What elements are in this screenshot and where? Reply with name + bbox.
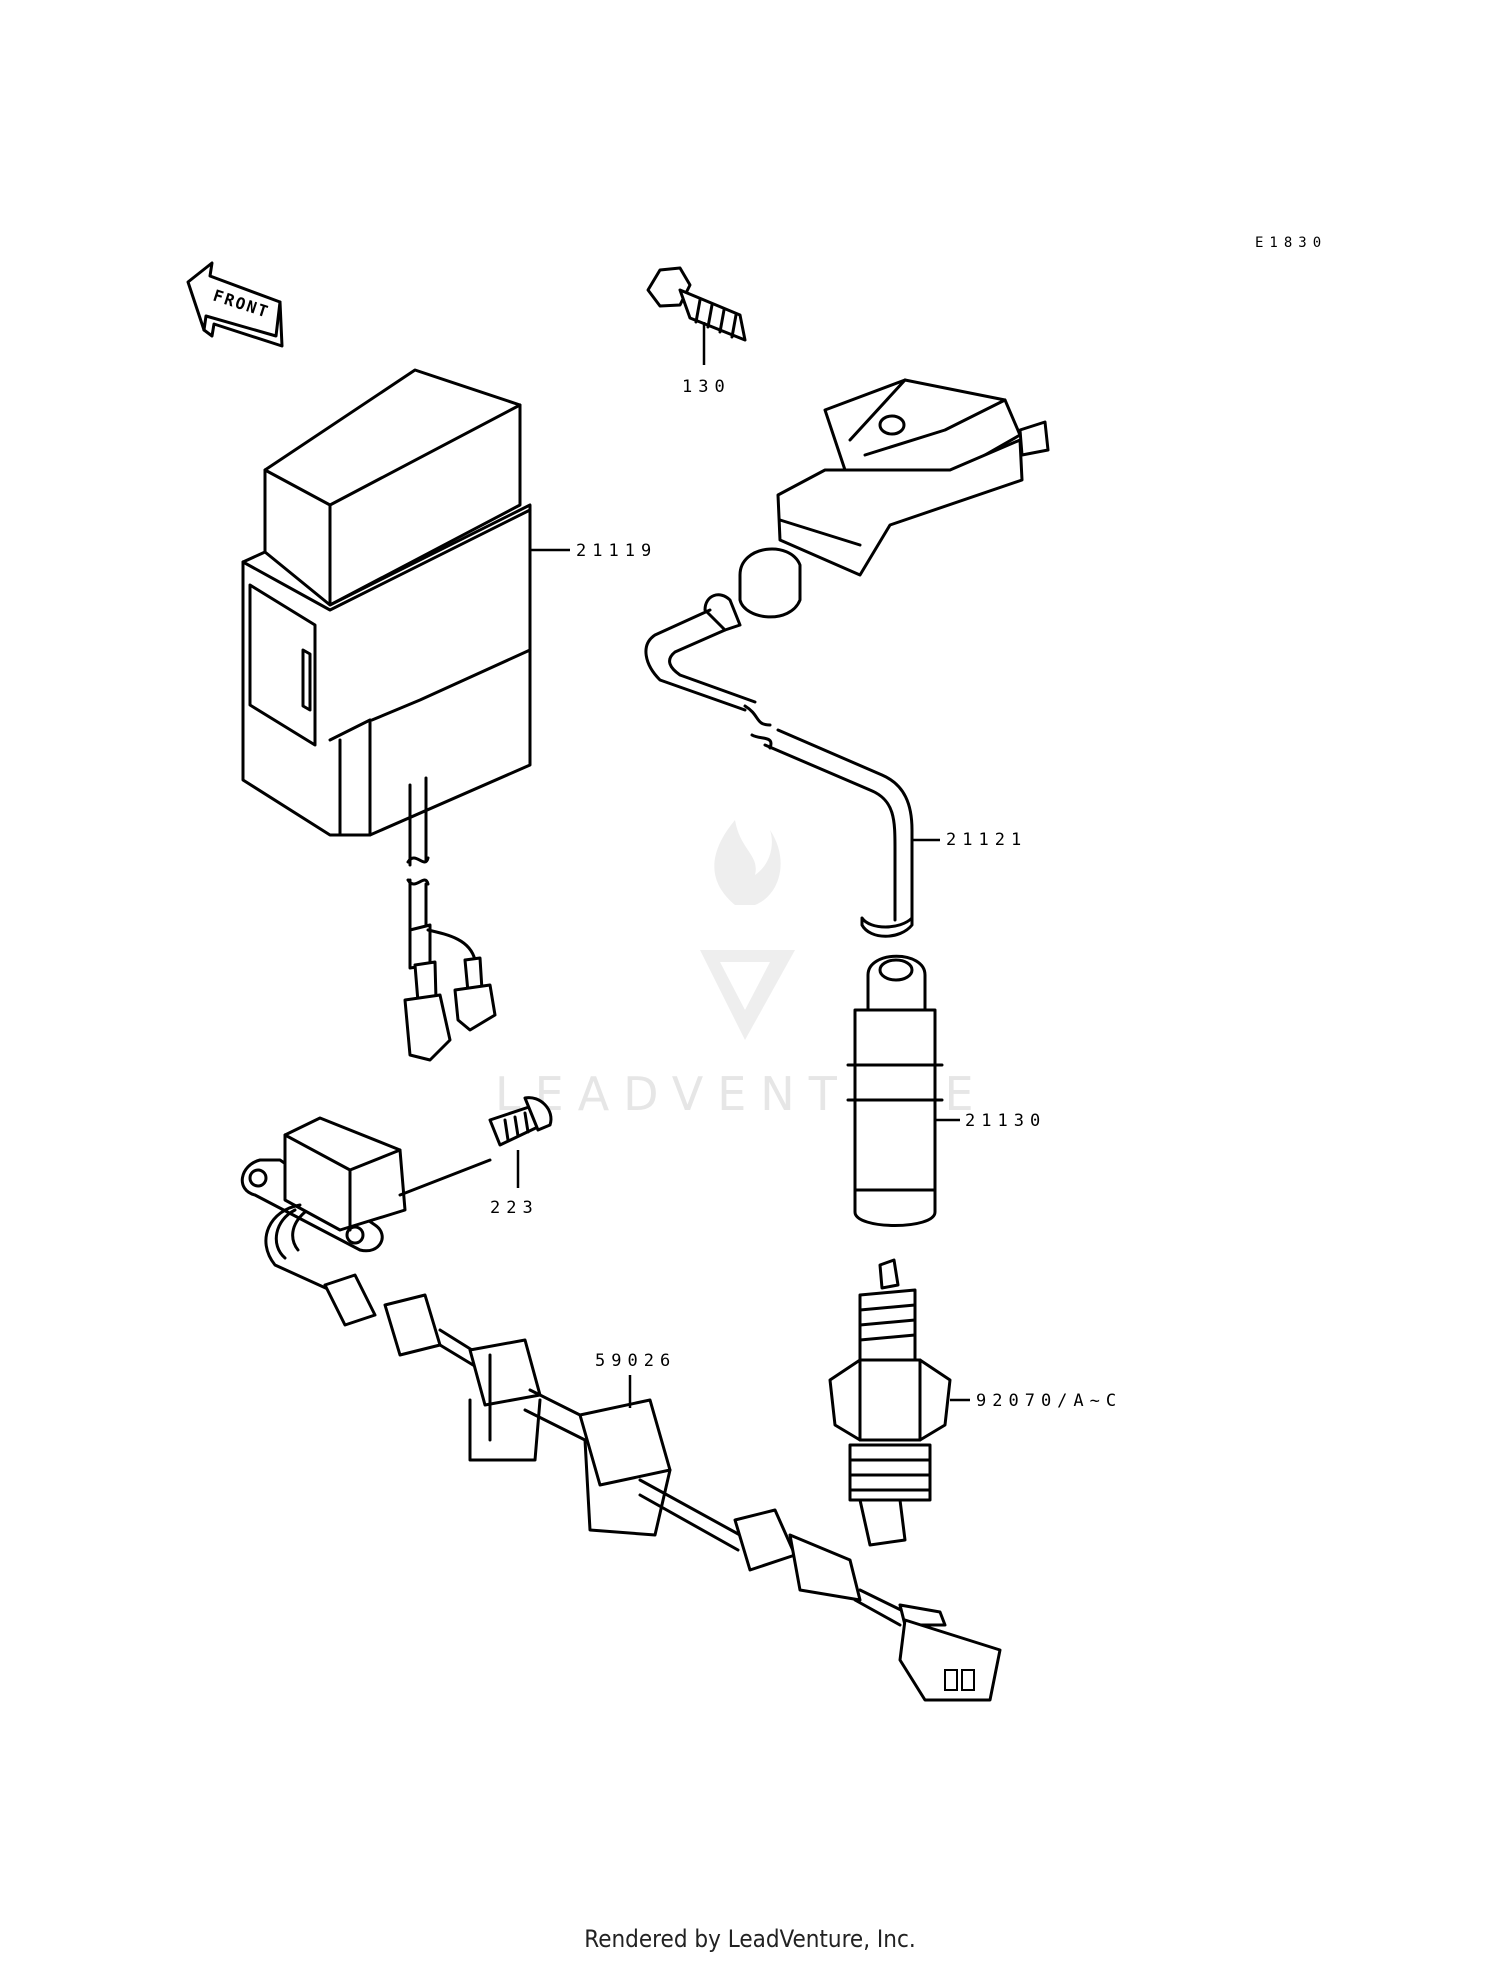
part-21130-spark-plug-cap: 21130: [846, 954, 1046, 1227]
footer-credit: Rendered by LeadVenture, Inc.: [584, 1925, 916, 1953]
callout-21130: 21130: [965, 1111, 1046, 1131]
callout-92070: 92070/A~C: [976, 1391, 1122, 1411]
part-130-bolt: 130: [646, 266, 747, 397]
part-21119-igniter-unit: 21119: [241, 368, 657, 1062]
callout-59026: 59026: [595, 1351, 676, 1371]
callout-130: 130: [682, 377, 731, 397]
callout-21121: 21121: [946, 830, 1027, 850]
part-59026-pickup-coil-harness: 223 59026: [240, 1096, 1002, 1702]
part-21121-ignition-coil: 21121: [644, 378, 1050, 938]
diagram-code: E1830: [1255, 235, 1327, 251]
part-92070-spark-plug: 92070/A~C: [828, 1258, 1122, 1547]
callout-223: 223: [490, 1198, 539, 1218]
callout-21119: 21119: [576, 541, 657, 561]
front-direction-arrow: FRONT: [186, 261, 284, 348]
